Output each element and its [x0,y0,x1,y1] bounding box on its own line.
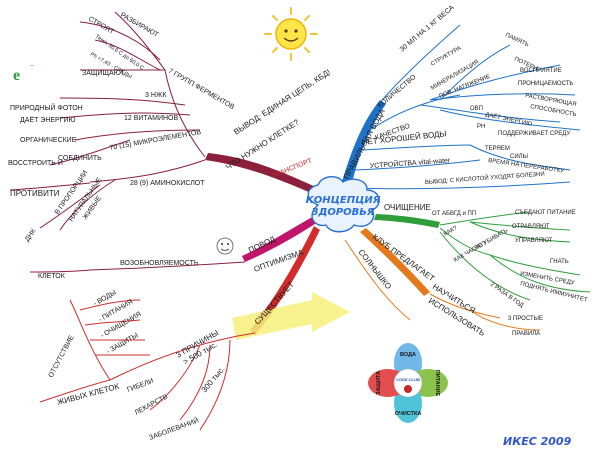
se-rules: ПРАВИЛА [512,331,540,337]
nw-against: ПРОТИВИТИ [10,189,60,198]
nw-vitamins: 12 ВИТАМИНОВ [124,115,179,122]
center-title-2: ЗДОРОВЬЯ [311,207,375,218]
w-cells: КЛЕТОК [38,273,66,280]
nw-enzymes: 7 ГРУПП ФЕРМЕНТОВ [167,68,236,112]
nw-nzhk: 3 НЖК [145,92,167,99]
ne-subbranches [351,24,581,190]
center-title-1: КОНЦЕПЦИЯ [306,195,381,206]
center-cloud: КОНЦЕПЦИЯ ЗДОРОВЬЯ [306,176,381,233]
emblem-nutrition: ПИТАНИЕ [434,370,440,397]
w-recover: ВОЗОБНОВЛЯЕМОСТЬ [120,260,199,267]
nw-builds: СТРОЯТ [87,16,116,37]
nw-transport: ТРАНСПОРТ [271,157,314,180]
yellow-arrow [232,292,350,340]
branch-what-cell-needs [205,153,322,196]
nw-temp: Темп. 36,6 С до 60,0 С [94,34,145,72]
e-eats: СЪЕДАЮТ ПИТАНИЕ [515,210,576,216]
nw-subbranches [9,11,246,273]
ne-outcome: ВЫВОД: С КИСЛОТОЙ УХОДЯТ БОЛЕЗНИ [425,170,545,186]
sw-absence: ОТСУТСТВИЕ [48,334,76,379]
ne-device: УСТРОЙСТВА vital-water [370,155,452,170]
ne-structure: СТРУКТУРА [430,46,462,68]
sw-drugs: ЛЕКАРСТВ [134,393,170,416]
club-emblem: ВОДА ПИТАНИЕ ОЧИСТКА ЗАЩИТА CODE.CLUB [368,343,448,423]
emblem-water: ВОДА [400,352,416,358]
nw-restore: ВОССТРОИТЬ И [8,160,63,167]
ne-ph: PH [477,124,485,130]
nw-dnk: ДНК [24,227,38,243]
branch-club [360,228,430,296]
e-subbranches [439,211,591,301]
e-from: ОТ АБВГД и ПП [432,211,476,217]
e-poison: ОТРАВЛЯЮТ [512,224,550,230]
smiley-icon [216,237,234,255]
ne-medium: ПОДДЕРЖИВАЕТ СРЕДУ [498,131,570,137]
e-how-often: КАК ЧАСТО? [453,240,488,264]
branch-proper-water [340,100,386,190]
ne-perception: ВОСПРИЯТИЕ [520,68,562,74]
sw-death: ГИБЕЛИ [126,378,154,394]
signature: ИКЕС 2009 [503,435,572,448]
nw-protects: ЗАЩИЩАЮТ [82,70,125,77]
ne-quantity: КОЛИЧЕСТВО [377,73,418,109]
electron-minus-icon: − [30,63,34,70]
se-simple: 3 ПРОСТЫЕ [508,316,543,322]
ne-penetration: ПРОНИЦАЕМОСТЬ [518,81,573,87]
nw-amino: 28 (9) АМИНОКИСЛОТ [130,180,205,187]
emblem-protection: ЗАЩИТА [376,371,382,395]
se-subbranches [344,239,541,331]
branch-optimism [242,216,318,262]
nw-micro: 70 (15) МИКРОЭЛЕМЕНТОВ [109,129,202,152]
ne-orp: ОВП [470,106,483,112]
sw-living-cells: ЖИВЫХ КЛЕТОК [56,382,120,407]
ne-lose: ТЕРЯЕМ [485,146,510,152]
nw-energy: ДАЁТ ЭНЕРГИЮ [20,116,76,124]
sw-protection: - ЗАЩИТЫ [106,332,140,356]
ne-forces: СИЛЫ [510,154,528,160]
sw-diseases: ЗАБОЛЕВАНИЙ [148,416,200,442]
e-main-label: ОЧИЩЕНИЕ [384,203,431,212]
emblem-shield-icon [404,385,412,393]
nw-connect: СОЕДИНИТЬ [58,155,102,162]
ne-norm: 30 МЛ НА 1 КГ ВЕСА [399,4,456,53]
emblem-cleansing: ОЧИСТКА [395,411,422,417]
branch-cleansing [374,214,440,228]
nw-photon: ПРИРОДНЫЙ ФОТОН [10,103,83,112]
e-drive: ГНАТЬ [550,259,569,265]
sw-subbranches [39,299,256,431]
sun-icon [264,7,318,61]
nw-organic: ОРГАНИЧЕСКИЕ [20,137,77,144]
branch-exists [250,226,320,335]
sw-water: - ВОДЫ [93,289,118,308]
e-govern: УПРАВЛЯЮТ [515,238,553,244]
emblem-club: CODE.CLUB [396,377,420,382]
nw-main-label: ЧТО НУЖНО КЛЕТКЕ? [224,117,301,171]
electron-icon: e [13,67,20,84]
